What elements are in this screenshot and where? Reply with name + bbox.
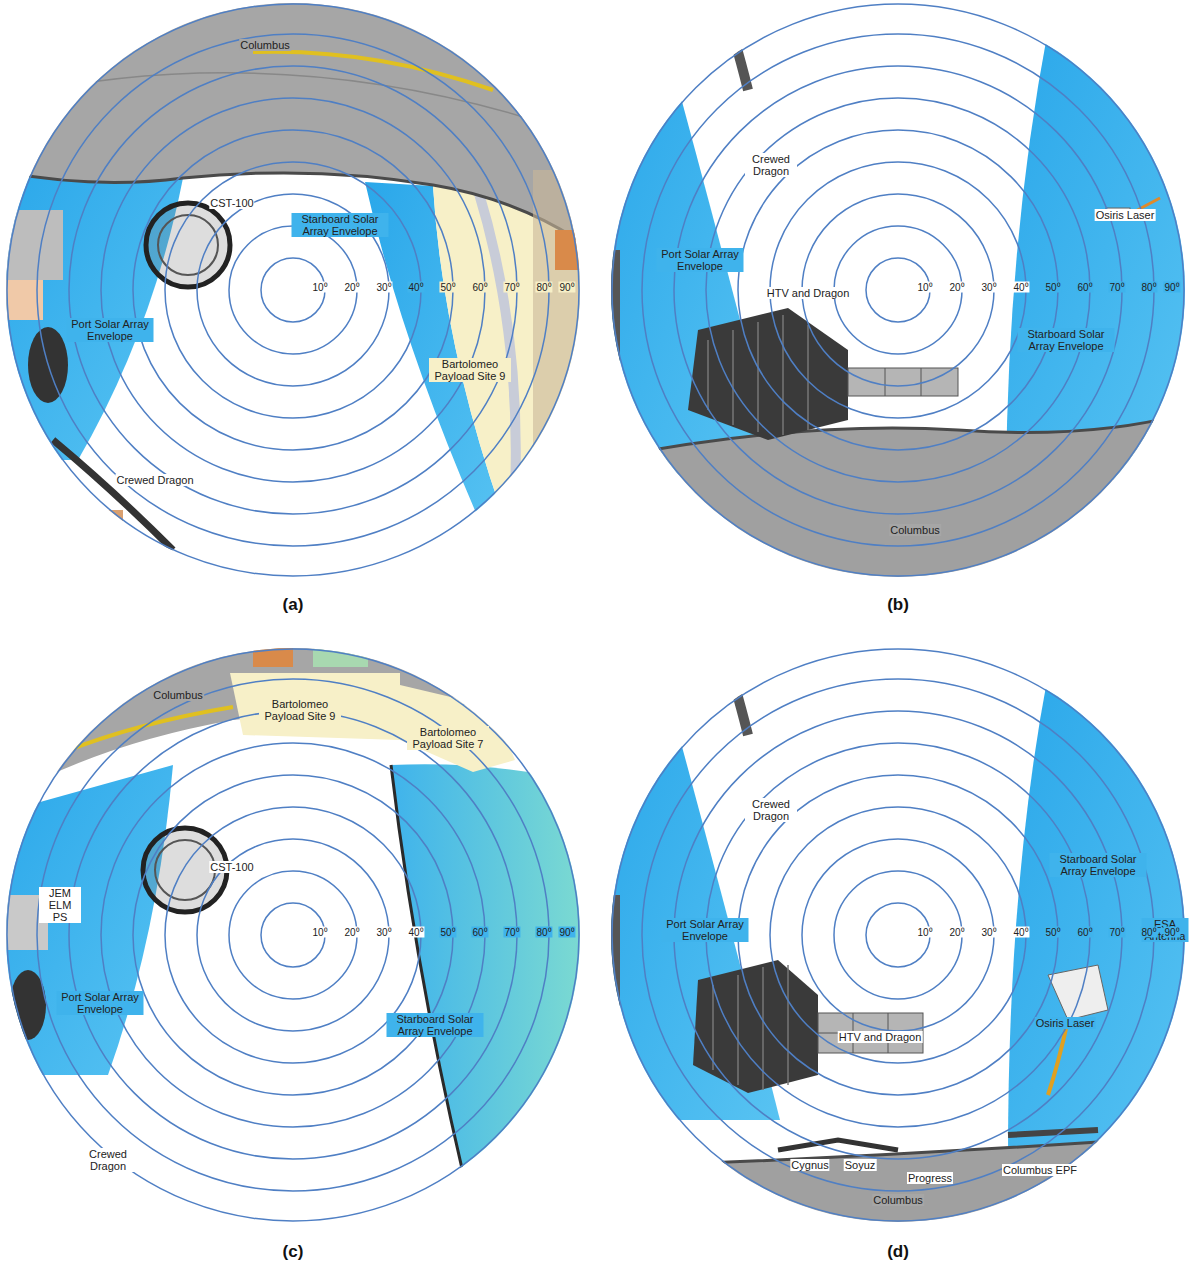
part-label: Osiris Laser <box>1035 1017 1096 1029</box>
part-label: HTV and Dragon <box>838 1031 923 1043</box>
panel-b <box>598 0 1197 590</box>
part-label: Columbus <box>152 689 204 701</box>
panel-letter: (d) <box>886 1243 910 1261</box>
angle-label: 50⁰ <box>439 927 456 938</box>
angle-label: 40⁰ <box>1012 927 1029 938</box>
angle-label: 20⁰ <box>948 927 965 938</box>
angle-label: 10⁰ <box>311 282 328 293</box>
angle-label: 40⁰ <box>1012 282 1029 293</box>
angle-label: 60⁰ <box>1076 282 1093 293</box>
part-label: Columbus <box>889 524 941 536</box>
angle-label: 30⁰ <box>980 927 997 938</box>
part-label: Columbus <box>872 1194 924 1206</box>
part-label: Columbus EPF <box>1002 1164 1078 1176</box>
angle-label: 60⁰ <box>471 927 488 938</box>
part-label: Bartolomeo Payload Site 7 <box>407 726 489 750</box>
part-label: Port Solar Array Envelope <box>657 248 744 272</box>
angle-label: 70⁰ <box>1108 282 1125 293</box>
part-label: Crewed Dragon <box>745 798 797 822</box>
angle-label: 50⁰ <box>1044 927 1061 938</box>
part-label: Port Solar Array Envelope <box>57 991 144 1015</box>
part-label: CST-100 <box>209 197 254 209</box>
part-label: Cygnus <box>790 1159 829 1171</box>
angle-label: 10⁰ <box>311 927 328 938</box>
part-label: JEM ELM PS <box>39 887 81 923</box>
part-label: Crewed Dragon <box>82 1148 134 1172</box>
part-label: Crewed Dragon <box>115 474 194 486</box>
angle-label: 20⁰ <box>948 282 965 293</box>
part-label: Starboard Solar Array Envelope <box>292 213 389 237</box>
angle-label: 10⁰ <box>916 282 933 293</box>
panel-a <box>0 0 593 590</box>
part-label: Port Solar Array Envelope <box>662 918 749 942</box>
angle-label: 30⁰ <box>375 282 392 293</box>
panel-letter: (a) <box>282 596 305 614</box>
angle-label: 80⁰ <box>535 282 552 293</box>
angle-label: 80⁰ <box>535 927 552 938</box>
angle-label: 40⁰ <box>407 282 424 293</box>
part-label: Columbus <box>239 39 291 51</box>
angle-label: 90⁰ <box>558 282 575 293</box>
part-label: Crewed Dragon <box>745 153 797 177</box>
angle-label: 50⁰ <box>439 282 456 293</box>
part-label: CST-100 <box>209 861 254 873</box>
part-label: Soyuz <box>844 1159 877 1171</box>
angle-label: 30⁰ <box>375 927 392 938</box>
angle-label: 20⁰ <box>343 282 360 293</box>
panel-d <box>598 635 1197 1235</box>
angle-label: 90⁰ <box>1163 927 1180 938</box>
part-label: Port Solar Array Envelope <box>67 318 154 342</box>
angle-label: 70⁰ <box>503 282 520 293</box>
part-label: HTV and Dragon <box>766 287 851 299</box>
angle-label: 60⁰ <box>471 282 488 293</box>
angle-label: 80⁰ <box>1140 927 1157 938</box>
part-label: Bartolomeo Payload Site 9 <box>259 698 341 722</box>
angle-label: 90⁰ <box>1163 282 1180 293</box>
angle-label: 80⁰ <box>1140 282 1157 293</box>
panel-letter: (c) <box>282 1243 305 1261</box>
part-label: Starboard Solar Array Envelope <box>1050 853 1147 877</box>
angle-label: 50⁰ <box>1044 282 1061 293</box>
angle-label: 70⁰ <box>503 927 520 938</box>
part-label: Starboard Solar Array Envelope <box>387 1013 484 1037</box>
angle-label: 30⁰ <box>980 282 997 293</box>
angle-label: 90⁰ <box>558 927 575 938</box>
angle-label: 40⁰ <box>407 927 424 938</box>
angle-label: 20⁰ <box>343 927 360 938</box>
angle-label: 70⁰ <box>1108 927 1125 938</box>
part-label: Osiris Laser <box>1095 209 1156 221</box>
angle-label: 10⁰ <box>916 927 933 938</box>
panel-letter: (b) <box>886 596 910 614</box>
part-label: Progress <box>907 1172 953 1184</box>
panel-c <box>0 635 593 1235</box>
part-label: Bartolomeo Payload Site 9 <box>429 358 511 382</box>
part-label: Starboard Solar Array Envelope <box>1018 328 1115 352</box>
angle-label: 60⁰ <box>1076 927 1093 938</box>
